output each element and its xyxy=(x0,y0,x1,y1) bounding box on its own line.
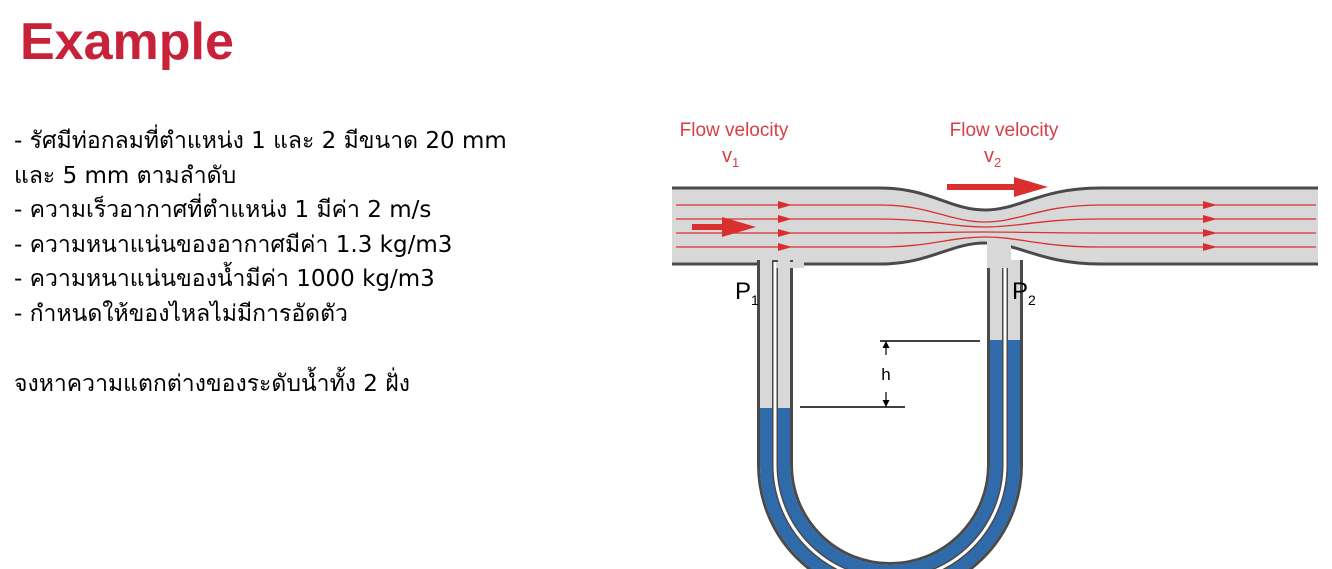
bullet-radius: - รัศมีท่อกลมที่ตำแหน่ง 1 และ 2 มีขนาด 2… xyxy=(14,128,507,154)
streamlines xyxy=(676,204,1316,248)
height-label: h xyxy=(881,365,890,384)
streamline xyxy=(676,231,1316,234)
velocity-label-1: v1 xyxy=(722,145,739,170)
u-tube-manometer xyxy=(757,240,1023,569)
bullet-incompressible: - กำหนดให้ของไหลไม่มีการอัดตัว xyxy=(14,300,348,327)
flow-label-1: Flow velocity xyxy=(680,120,789,141)
venturi-pipe xyxy=(672,186,1318,266)
streamline xyxy=(676,236,1316,248)
bullet-air-velocity: - ความเร็วอากาศที่ตำแหน่ง 1 มีค่า 2 m/s xyxy=(14,197,432,223)
flow-arrow-left xyxy=(692,217,756,237)
streamline xyxy=(676,204,1316,223)
question-text: จงหาความแตกต่างของระดับน้ำทั้ง 2 ฝั่ง xyxy=(14,371,410,397)
slide-title: Example xyxy=(20,13,234,71)
velocity-label-2: v2 xyxy=(984,145,1001,170)
flow-arrow-right xyxy=(947,177,1048,197)
bullet-radius-cont: และ 5 mm ตามลำดับ xyxy=(14,162,237,189)
bullet-water-density: - ความหนาแน่นของน้ำมีค่า 1000 kg/m3 xyxy=(14,266,435,292)
problem-text: - รัศมีท่อกลมที่ตำแหน่ง 1 และ 2 มีขนาด 2… xyxy=(14,124,634,402)
flow-label-2: Flow velocity xyxy=(950,120,1059,141)
pressure-label-1: P1 xyxy=(735,278,759,308)
pressure-label-2: P2 xyxy=(1012,278,1036,308)
height-indicator xyxy=(800,340,980,408)
streamline xyxy=(676,218,1316,228)
streamline-arrowheads xyxy=(778,201,1217,251)
bullet-air-density: - ความหนาแน่นของอากาศมีค่า 1.3 kg/m3 xyxy=(14,231,453,258)
